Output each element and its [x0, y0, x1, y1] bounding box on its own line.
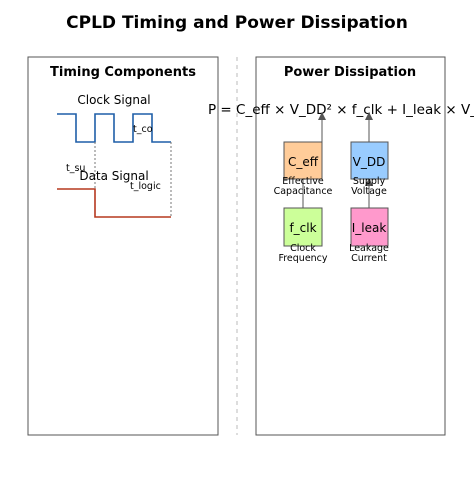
c-eff-desc-line2: Capacitance [274, 186, 333, 197]
diagram-title: CPLD Timing and Power Dissipation [66, 13, 408, 33]
v-dd-box [350, 141, 389, 180]
power-panel-title: Power Dissipation [284, 65, 416, 80]
t-co-label: t_co [133, 124, 153, 135]
v-dd-desc-line2: Voltage [351, 186, 387, 197]
c-eff-label: C_eff [288, 155, 319, 169]
clock-signal-label: Clock Signal [77, 93, 150, 107]
c-eff-box [283, 141, 323, 180]
f-clk-box [283, 207, 323, 247]
component-v-dd: V_DD Supply Voltage [350, 141, 389, 197]
component-f-clk: f_clk Clock Frequency [278, 207, 328, 264]
i-leak-desc-line1: Leakage [349, 243, 389, 254]
v-dd-desc-line1: Supply [353, 176, 386, 187]
f-clk-desc-line1: Clock [290, 243, 316, 254]
v-dd-label: V_DD [353, 155, 386, 169]
timing-panel-title: Timing Components [50, 65, 196, 80]
timing-panel-border [27, 56, 219, 436]
f-clk-desc-line2: Frequency [278, 253, 327, 264]
c-eff-desc-line1: Effective [282, 176, 324, 187]
f-clk-label: f_clk [289, 221, 316, 235]
power-formula: P = C_eff × V_DD² × f_clk + I_leak × V_D… [208, 102, 474, 118]
component-i-leak: I_leak Leakage Current [349, 207, 389, 264]
i-leak-label: I_leak [352, 221, 387, 235]
component-c-eff: C_eff Effective Capacitance [274, 141, 333, 197]
t-logic-label: t_logic [130, 181, 161, 192]
data-signal-label: Data Signal [79, 169, 148, 183]
i-leak-desc-line2: Current [351, 253, 387, 264]
power-panel: Power Dissipation P = C_eff × V_DD² × f_… [208, 56, 474, 436]
clock-waveform [57, 113, 171, 143]
timing-panel: Timing Components Clock Signal t_co t_su… [27, 56, 219, 436]
t-su-label: t_su [66, 163, 85, 174]
i-leak-box [350, 207, 389, 247]
data-waveform [57, 188, 171, 218]
